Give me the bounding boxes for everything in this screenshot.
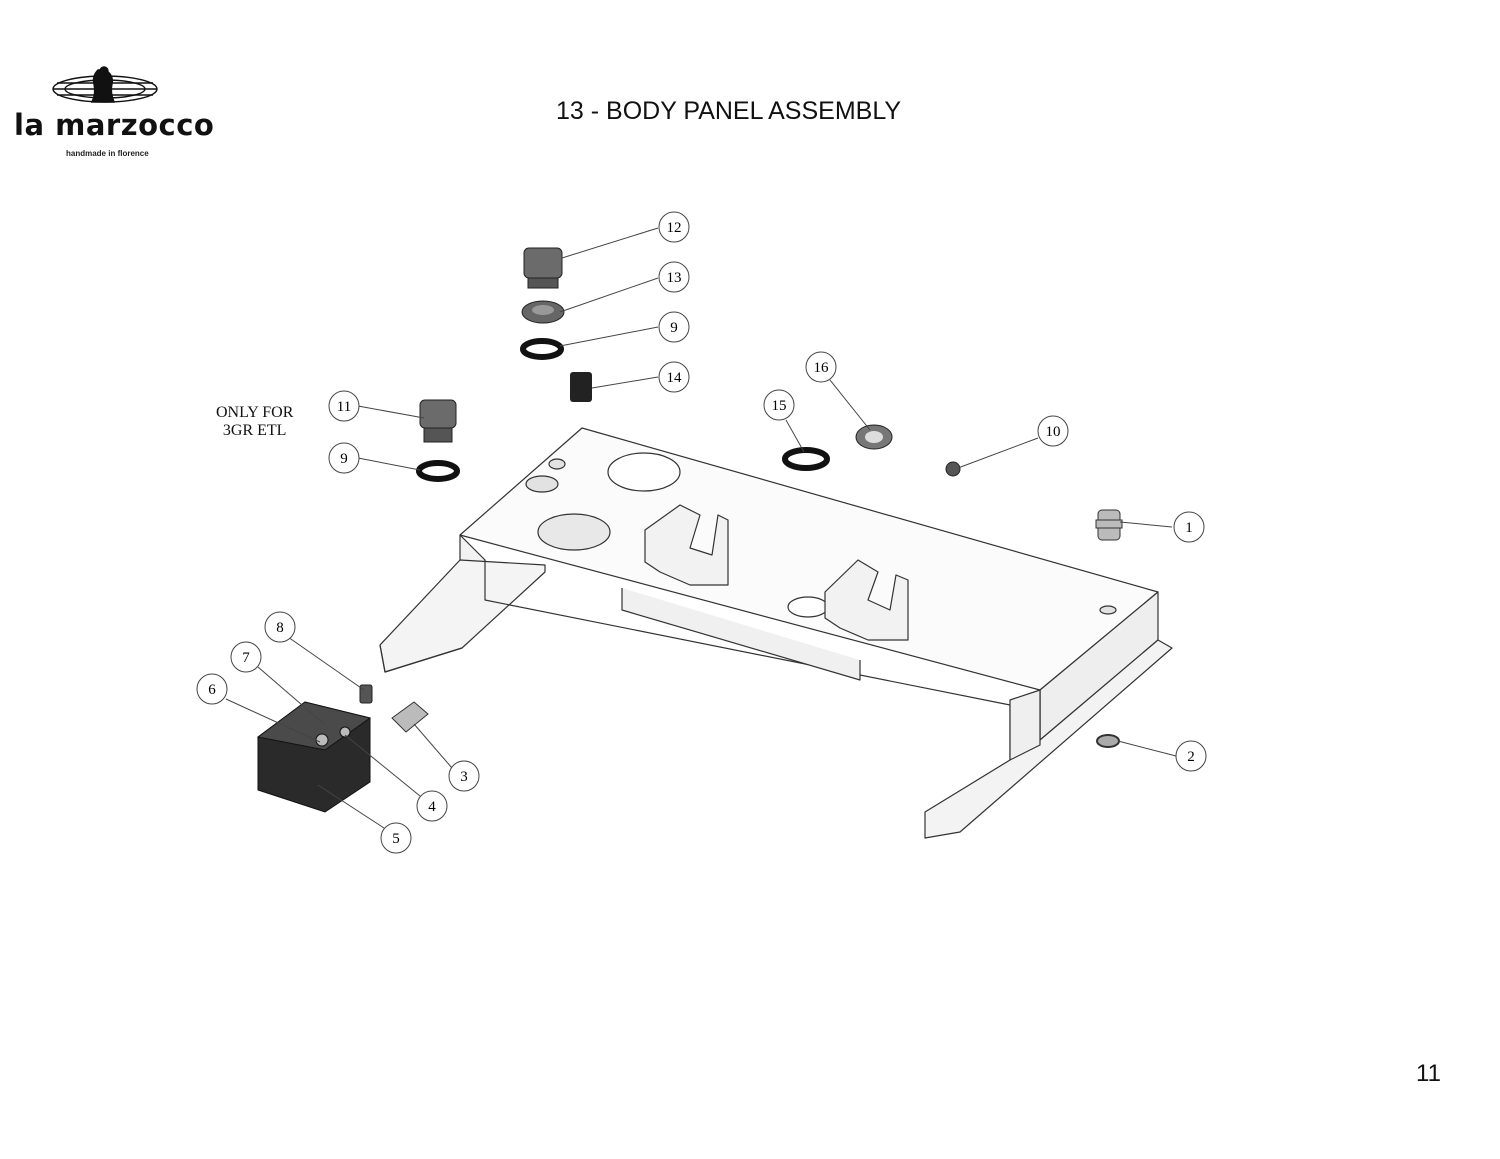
svg-text:15: 15 [772, 398, 787, 414]
nut-12 [521, 300, 565, 324]
svg-text:13: 13 [667, 270, 682, 286]
callout-16: 10 [1037, 415, 1069, 447]
callout-5: 5 [380, 822, 412, 854]
gland-13 [570, 372, 592, 402]
svg-text:3: 3 [460, 769, 468, 785]
callout-11: 12 [658, 211, 690, 243]
etl-note: ONLY FOR 3GR ETL [216, 404, 293, 440]
svg-text:7: 7 [242, 650, 250, 666]
junction-box-5 [256, 701, 372, 813]
leader-lines [225, 227, 1177, 829]
seal-ring-9-top [520, 338, 564, 360]
globe-lion-icon [52, 66, 158, 103]
etl-note-line-1: ONLY FOR [216, 404, 294, 421]
svg-text:16: 16 [814, 360, 830, 376]
svg-text:14: 14 [667, 370, 683, 386]
callout-7: 7 [230, 641, 262, 673]
callout-4: 4 [416, 790, 448, 822]
seal-ring-9-left [416, 460, 460, 482]
cable-gland-8 [359, 684, 373, 704]
nut-15 [855, 424, 893, 450]
svg-text:1: 1 [1185, 520, 1193, 536]
plug-16 [945, 461, 961, 477]
gland-11 [523, 247, 563, 289]
svg-text:2: 2 [1187, 749, 1195, 765]
svg-text:11: 11 [337, 399, 351, 415]
callout-12: 13 [658, 261, 690, 293]
callout-13: 14 [658, 361, 690, 393]
brand-tagline: handmade in florence [66, 149, 149, 158]
callout-9-left: 9 [328, 442, 360, 474]
callout-6: 6 [196, 673, 228, 705]
seal-ring-14 [782, 447, 830, 471]
svg-text:9: 9 [670, 320, 678, 336]
fitting-1 [1095, 509, 1123, 541]
gland-10 [419, 399, 457, 443]
svg-text:4: 4 [428, 799, 436, 815]
callout-3: 3 [448, 760, 480, 792]
callout-9-top: 9 [658, 311, 690, 343]
callout-10: 11 [328, 390, 360, 422]
svg-text:5: 5 [392, 831, 400, 847]
washer-2 [1096, 734, 1120, 748]
callout-2: 2 [1175, 740, 1207, 772]
svg-text:12: 12 [667, 220, 682, 236]
callout-14: 15 [763, 389, 795, 421]
fitting-3 [391, 701, 429, 733]
page-title: 13 - BODY PANEL ASSEMBLY [556, 97, 902, 125]
body-panel-frame [379, 427, 1173, 839]
svg-text:10: 10 [1046, 424, 1061, 440]
etl-note-line-2: 3GR ETL [222, 422, 287, 439]
callout-8: 8 [264, 611, 296, 643]
svg-text:6: 6 [208, 682, 216, 698]
callout-1: 1 [1173, 511, 1205, 543]
page-number: 11 [1416, 1060, 1441, 1087]
brand-name: la marzocco [14, 108, 215, 142]
svg-text:9: 9 [340, 451, 348, 467]
brand-logo [10, 62, 210, 162]
callout-15: 16 [805, 351, 837, 383]
svg-text:8: 8 [276, 620, 284, 636]
